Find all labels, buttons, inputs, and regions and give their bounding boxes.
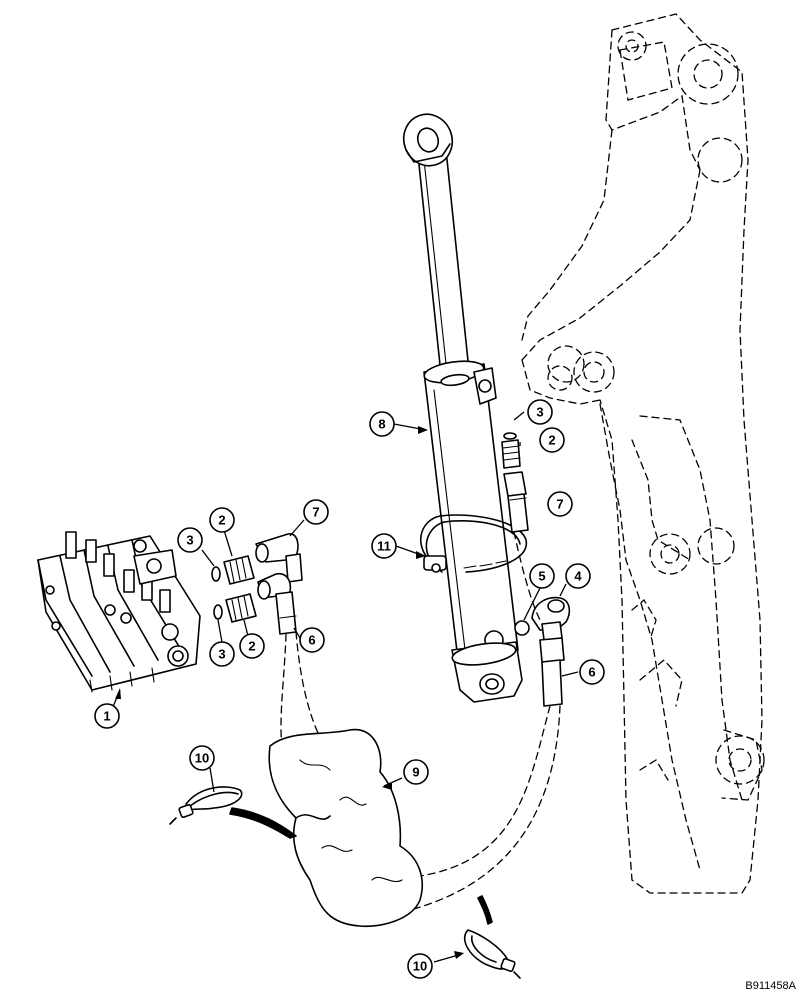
callout-2-cylinder: 2 bbox=[539, 427, 565, 453]
callout-label: 1 bbox=[103, 709, 110, 724]
callout-9: 9 bbox=[403, 759, 429, 785]
callout-5: 5 bbox=[529, 563, 555, 589]
callout-label: 10 bbox=[413, 959, 427, 974]
control-valve bbox=[37, 531, 201, 693]
callout-label: 3 bbox=[218, 647, 225, 662]
callout-label: 7 bbox=[312, 505, 319, 520]
callout-4: 4 bbox=[565, 563, 591, 589]
callout-label: 6 bbox=[588, 665, 595, 680]
hose-clamp bbox=[420, 514, 528, 573]
callout-6-cylinder: 6 bbox=[579, 659, 605, 685]
callout-label: 2 bbox=[548, 433, 555, 448]
figure-id: B911458A bbox=[745, 980, 796, 992]
callout-label: 5 bbox=[538, 569, 545, 584]
hydraulic-cylinder bbox=[402, 113, 523, 703]
callout-3-cylinder: 3 bbox=[527, 399, 553, 425]
callout-3-valve-lower: 3 bbox=[209, 641, 235, 667]
callout-label: 11 bbox=[377, 539, 391, 554]
callout-1: 1 bbox=[94, 703, 120, 729]
valve-fittings bbox=[211, 533, 303, 635]
callout-label: 8 bbox=[378, 417, 385, 432]
leader-lines bbox=[109, 411, 579, 963]
callout-10-upper: 10 bbox=[189, 745, 215, 771]
callout-label: 3 bbox=[186, 533, 193, 548]
callout-7-cylinder: 7 bbox=[547, 491, 573, 517]
callout-label: 6 bbox=[308, 633, 315, 648]
callout-11: 11 bbox=[371, 533, 397, 559]
callout-label: 2 bbox=[248, 639, 255, 654]
cable-tie-upper bbox=[169, 786, 297, 839]
hose-sleeve bbox=[268, 728, 423, 928]
callout-3-valve-upper: 3 bbox=[177, 527, 203, 553]
boom-outline bbox=[521, 13, 765, 894]
callout-label: 7 bbox=[556, 497, 563, 512]
cylinder-upper-fittings bbox=[501, 432, 529, 533]
callout-label: 4 bbox=[574, 569, 582, 584]
cylinder-lower-fittings bbox=[514, 596, 571, 707]
callout-label: 9 bbox=[412, 765, 419, 780]
callout-8: 8 bbox=[369, 411, 395, 437]
callout-label: 3 bbox=[536, 405, 543, 420]
cable-tie-lower bbox=[463, 895, 521, 979]
callout-6-valve: 6 bbox=[299, 627, 325, 653]
callout-label: 10 bbox=[195, 751, 209, 766]
callout-2-valve-upper: 2 bbox=[209, 507, 235, 533]
callout-label: 2 bbox=[218, 513, 225, 528]
callout-10-lower: 10 bbox=[407, 953, 433, 979]
callout-7-valve: 7 bbox=[303, 499, 329, 525]
callout-2-valve-lower: 2 bbox=[239, 633, 265, 659]
